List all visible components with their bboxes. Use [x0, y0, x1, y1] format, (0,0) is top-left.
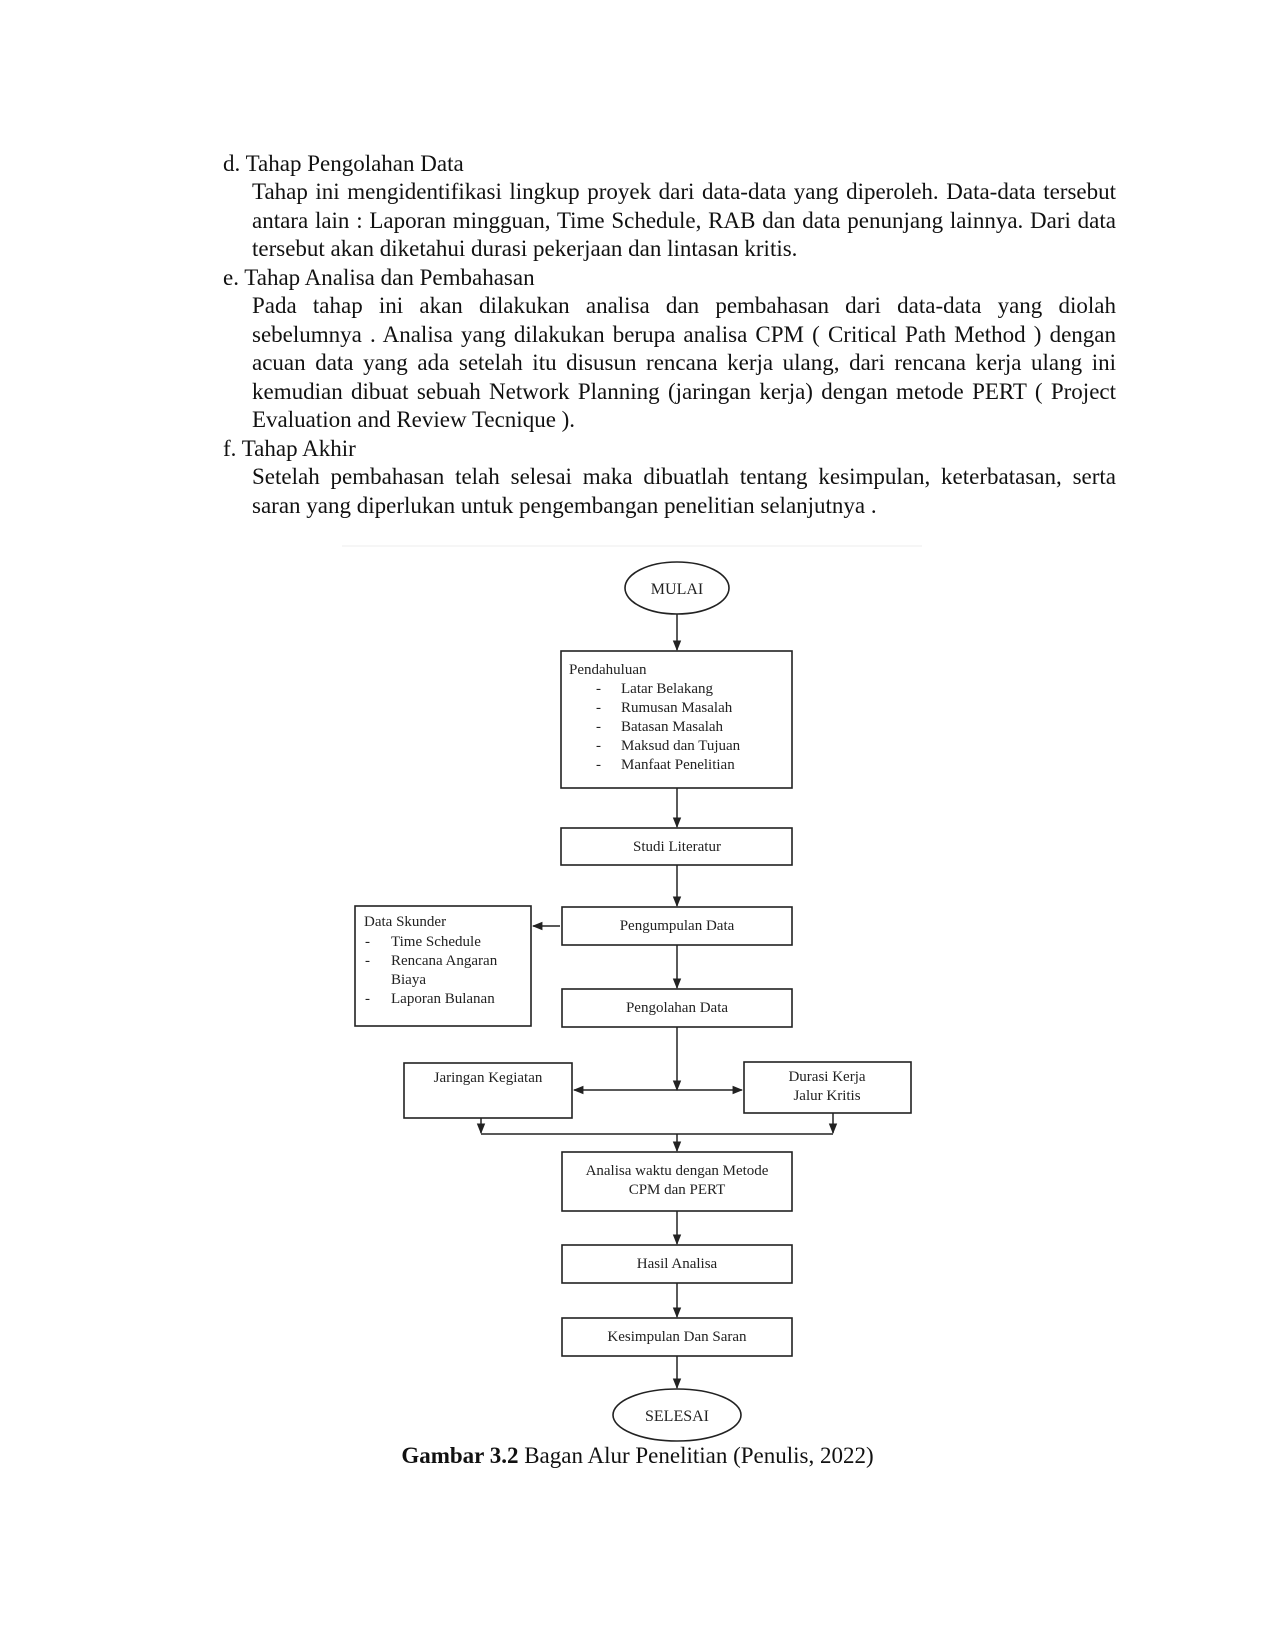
section-paragraph: Tahap ini mengidentifikasi lingkup proye…: [252, 179, 1116, 262]
section-heading: f. Tahap Akhir: [223, 436, 356, 461]
list-bullet: -: [596, 681, 601, 697]
list-bullet: -: [596, 738, 601, 754]
section-heading: d. Tahap Pengolahan Data: [223, 151, 464, 176]
intro-list: - Latar Belakang - Rumusan Masalah - Bat…: [596, 681, 741, 773]
analysis-label-2: CPM dan PERT: [629, 1182, 726, 1198]
list-item: Rumusan Masalah: [621, 700, 733, 716]
list-bullet: -: [365, 934, 370, 950]
figure-caption-label: Gambar 3.2: [401, 1443, 519, 1468]
duration-label-1: Durasi Kerja: [788, 1069, 865, 1085]
list-bullet: -: [596, 757, 601, 773]
end-label: SELESAI: [645, 1408, 709, 1425]
list-item: Laporan Bulanan: [391, 991, 495, 1007]
list-bullet: -: [596, 700, 601, 716]
list-item: Batasan Masalah: [621, 719, 724, 735]
list-item: Rencana Angaran: [391, 953, 498, 969]
section-heading: e. Tahap Analisa dan Pembahasan: [223, 265, 535, 290]
literature-label: Studi Literatur: [633, 839, 721, 855]
list-bullet: -: [365, 953, 370, 969]
section-paragraph: Pada tahap ini akan dilakukan analisa da…: [252, 293, 1116, 433]
network-box: [403, 1062, 573, 1119]
secondary-data-box: [354, 905, 532, 1027]
list-item-continued: Biaya: [391, 972, 426, 988]
list-item: Time Schedule: [391, 934, 481, 950]
list-bullet: -: [596, 719, 601, 735]
secondary-list: - Time Schedule - Rencana Angaran Biaya …: [365, 934, 498, 1007]
collection-label: Pengumpulan Data: [620, 918, 735, 934]
list-bullet: -: [365, 991, 370, 1007]
list-item: Maksud dan Tujuan: [621, 738, 741, 754]
list-item: Manfaat Penelitian: [621, 757, 735, 773]
result-label: Hasil Analisa: [637, 1256, 718, 1272]
duration-box: [743, 1061, 912, 1114]
conclusion-label: Kesimpulan Dan Saran: [607, 1329, 747, 1345]
section-paragraph: Setelah pembahasan telah selesai maka di…: [252, 464, 1116, 518]
start-label: MULAI: [651, 581, 703, 598]
analysis-label-1: Analisa waktu dengan Metode: [586, 1163, 769, 1179]
network-label: Jaringan Kegiatan: [434, 1070, 543, 1086]
processing-label: Pengolahan Data: [626, 1000, 728, 1016]
secondary-title: Data Skunder: [364, 914, 446, 930]
duration-label-2: Jalur Kritis: [793, 1088, 860, 1104]
figure-caption: Gambar 3.2 Bagan Alur Penelitian (Penuli…: [0, 1442, 1275, 1470]
figure-caption-text: Bagan Alur Penelitian (Penulis, 2022): [518, 1443, 874, 1468]
list-item: Latar Belakang: [621, 681, 714, 697]
intro-title: Pendahuluan: [569, 662, 647, 678]
